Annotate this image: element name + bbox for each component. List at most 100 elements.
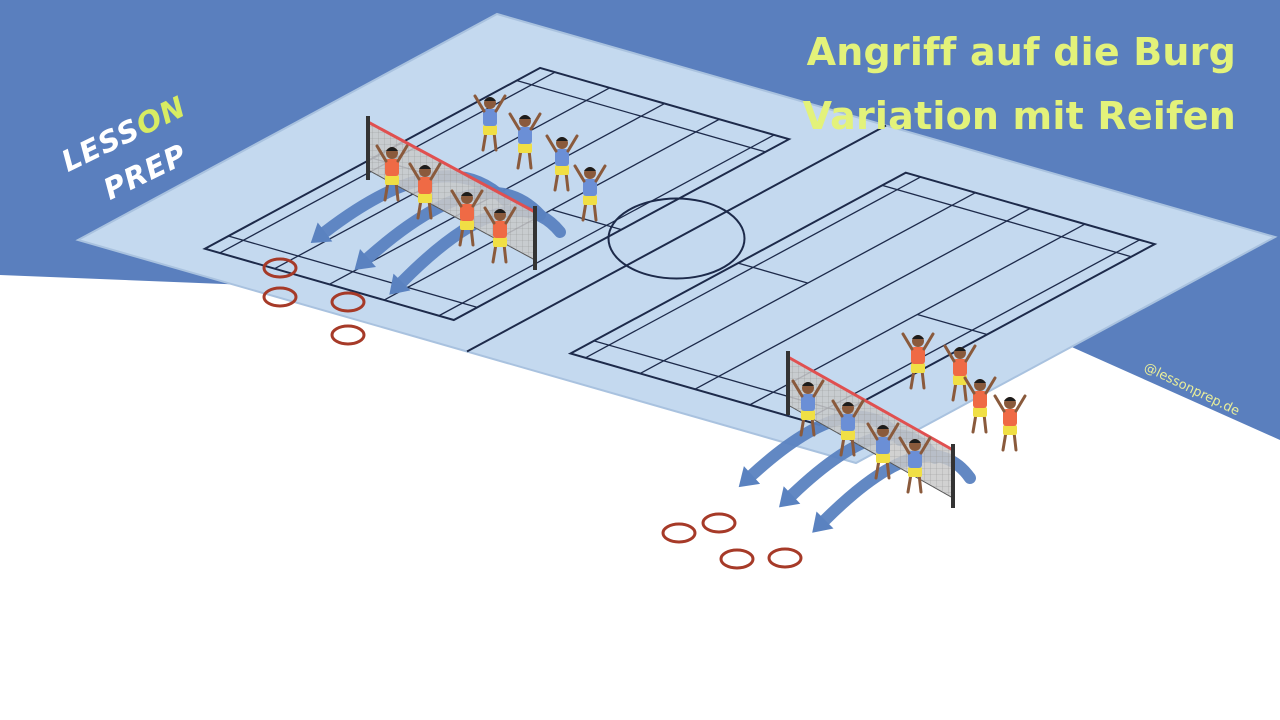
player-shorts [908,467,922,477]
player-shorts [583,195,597,205]
player-arm-right [471,189,484,208]
player-arm-right [529,112,542,131]
player-shirt [973,391,987,408]
player-hair [584,167,596,171]
player-arm-right [984,376,997,395]
player-shirt [418,177,432,194]
arrow-head [310,222,333,243]
arrow-head [389,273,411,295]
player-hair [461,192,473,196]
attacker-court1-player-1 [375,144,409,202]
player-shorts [493,237,507,247]
player-shorts [953,375,967,385]
player-hair [386,147,398,151]
player-shirt [801,394,815,411]
defender-court2-player-1 [901,332,935,390]
player-arm-left [483,206,496,225]
player-arm-right [504,206,517,225]
player-hair [419,165,431,169]
defender-court1-player-4 [573,164,607,222]
player-shirt [460,204,474,221]
court-centerline-b [551,209,622,231]
defender-court2-player-3 [963,376,997,434]
player-hair [954,347,966,351]
player-arm-left [473,94,486,113]
player-arm-right [396,144,409,163]
player-arm-right [919,436,932,455]
player-arm-right [887,422,900,441]
defender-court2-player-4 [993,394,1027,452]
player-shorts [841,430,855,440]
hoop-3 [330,291,366,313]
player-hair [974,379,986,383]
player-shirt [876,437,890,454]
defender-court1-player-1 [473,94,507,152]
player-arm-left [450,189,463,208]
player-hair [556,137,568,141]
defender-court1-player-2 [508,112,542,170]
player-arm-right [812,379,825,398]
attacker-court1-player-3 [450,189,484,247]
attacker-court2-player-4 [898,436,932,494]
player-shirt [483,109,497,126]
player-hair [494,209,506,213]
hoop-7 [719,548,755,570]
player-arm-right [429,162,442,181]
player-shirt [911,347,925,364]
player-arm-left [963,376,976,395]
hoop-5 [661,522,697,544]
player-arm-right [566,134,579,153]
attacker-court2-player-3 [866,422,900,480]
attacker-court2-player-2 [831,399,865,457]
net-top-band [367,120,536,214]
player-arm-left [573,164,586,183]
player-shorts [418,193,432,203]
player-arm-left [831,399,844,418]
player-shirt [953,359,967,376]
net-top-band [787,355,954,452]
player-shorts [483,125,497,135]
player-hair [912,335,924,339]
player-shorts [801,410,815,420]
hoop-8 [767,547,803,569]
player-shorts [973,407,987,417]
hoop-2 [262,286,298,308]
diagram-title: Angriff auf die Burg [806,30,1236,74]
player-arm-left [408,162,421,181]
player-arm-right [1014,394,1027,413]
player-arm-left [791,379,804,398]
player-arm-right [922,332,935,351]
player-shirt [908,451,922,468]
player-shorts [460,220,474,230]
court-crossline-2 [694,207,1031,390]
player-shorts [1003,425,1017,435]
player-arm-right [852,399,865,418]
court-outline [202,66,792,322]
player-shorts [385,175,399,185]
player-arm-left [901,332,914,351]
player-hair [842,402,854,406]
player-shirt [1003,409,1017,426]
player-shirt [555,149,569,166]
attacker-court1-player-2 [408,162,442,220]
player-arm-right [964,344,977,363]
diagram-subtitle: Variation mit Reifen [802,94,1236,138]
defender-court1-player-3 [545,134,579,192]
player-hair [519,115,531,119]
player-arm-left [943,344,956,363]
halfway-line [466,124,887,353]
arrow-head [812,511,834,533]
player-shorts [555,165,569,175]
hoop-6 [701,512,737,534]
hoop-4 [330,324,366,346]
arrow-head [354,249,376,270]
player-shirt [841,414,855,431]
player-shirt [385,159,399,176]
court-outline [567,171,1158,426]
player-shirt [518,127,532,144]
hoop-1 [262,257,298,279]
player-arm-right [594,164,607,183]
player-shorts [876,453,890,463]
